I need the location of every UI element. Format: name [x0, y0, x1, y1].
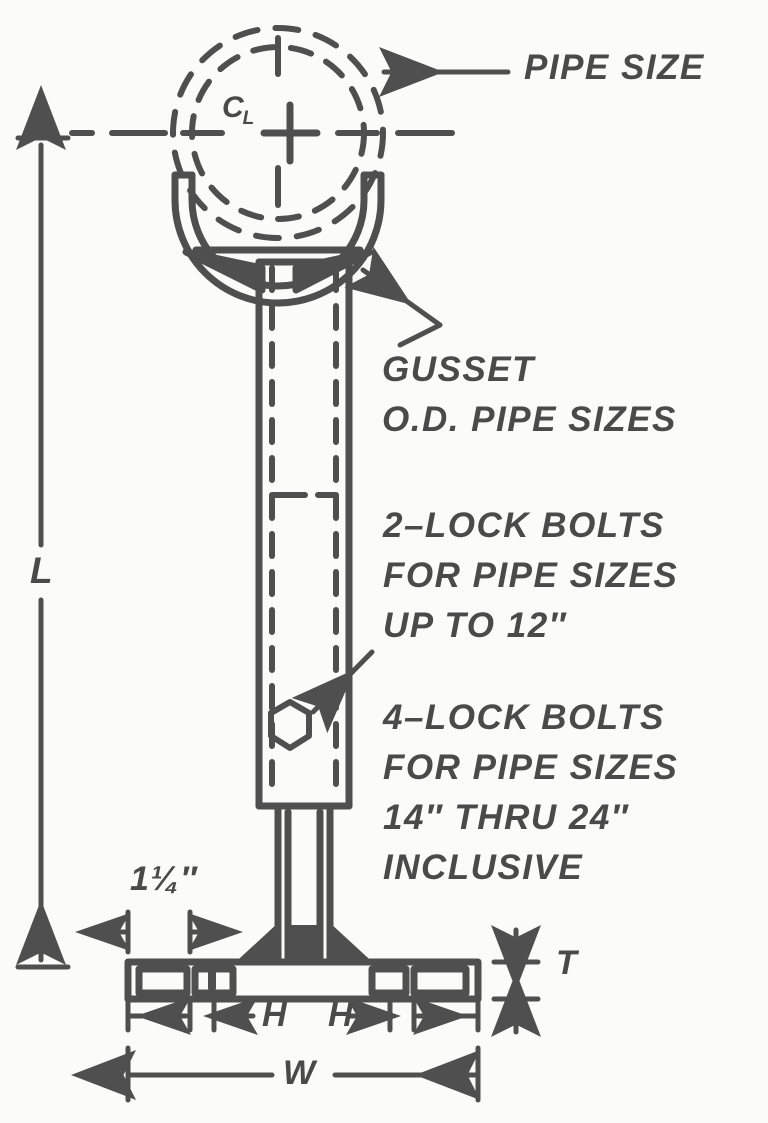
leader-gusset [344, 246, 443, 348]
label-lock-bolts-2-line3: UP TO 12″ [383, 606, 567, 645]
inner-sleeve-top [269, 492, 339, 515]
label-dim-H-left: H [262, 996, 289, 1034]
base-plate [124, 958, 482, 1003]
label-centerline: CL [222, 91, 255, 129]
label-dim-T: T [556, 944, 579, 982]
label-lock-bolts-4-line4: INCLUSIVE [383, 848, 584, 887]
label-gusset: GUSSET [382, 350, 535, 389]
label-dim-edge: 1¼″ [130, 860, 199, 898]
dimension-edge-1-1-4 [75, 909, 243, 955]
label-pipe-size: PIPE SIZE [524, 48, 705, 87]
label-dim-H-right: H [328, 996, 355, 1034]
outer-stanchion-tube [255, 258, 353, 810]
leader-lock-bolt [291, 649, 375, 734]
dimension-T [491, 925, 541, 1037]
label-lock-bolts-4-line3: 14″ THRU 24″ [383, 798, 630, 837]
centerline-marks [180, 35, 380, 208]
weld-fillet [238, 923, 370, 962]
centerline-c: C [222, 91, 244, 124]
label-lock-bolts-4-line2: FOR PIPE SIZES [383, 748, 679, 787]
base-plate-slots [135, 965, 470, 997]
saddle-cradle [171, 171, 385, 307]
dimension-W [71, 1045, 481, 1103]
label-lock-bolts-2-line2: FOR PIPE SIZES [383, 556, 679, 595]
centerline-l: L [242, 108, 255, 129]
center-cross-icon [260, 101, 321, 165]
label-dim-W: W [283, 1054, 317, 1092]
inner-pipe-sleeve [269, 265, 339, 803]
dimension-H-row [125, 997, 481, 1035]
label-od-pipe-sizes: O.D. PIPE SIZES [382, 400, 677, 439]
label-dim-L: L [30, 550, 53, 591]
label-lock-bolts-2-line1: 2–LOCK BOLTS [383, 506, 665, 545]
label-lock-bolts-4-line1: 4–LOCK BOLTS [383, 698, 665, 737]
dimension-L [15, 85, 71, 970]
lock-bolt-hex-head [268, 699, 312, 751]
